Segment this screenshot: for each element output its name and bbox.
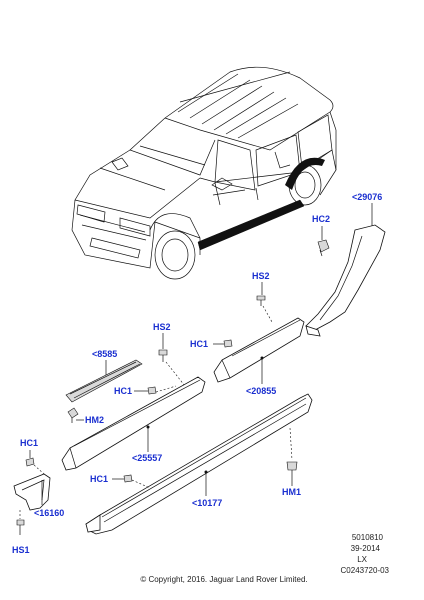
callout-20855[interactable]: <20855 <box>246 386 276 396</box>
clip-hm1[interactable] <box>286 461 298 476</box>
callout-hc1-bottom[interactable]: HC1 <box>90 474 108 484</box>
clip-hc1-bottom[interactable] <box>123 474 133 483</box>
part-8585-tread-plate[interactable] <box>65 359 143 403</box>
callout-hs2-upper[interactable]: HS2 <box>252 271 270 281</box>
callout-hs2-mid[interactable]: HS2 <box>153 322 171 332</box>
stud-hs2-upper[interactable] <box>256 295 266 306</box>
callout-16160[interactable]: <16160 <box>34 508 64 518</box>
clip-hc2[interactable] <box>317 239 330 257</box>
part-29076-wheel-arch-moulding[interactable] <box>305 224 386 337</box>
diagram-ref-model: LX <box>357 555 367 564</box>
clip-hc1-mid[interactable] <box>223 339 233 348</box>
callout-hc1-left[interactable]: HC1 <box>114 386 132 396</box>
callout-hc1-far[interactable]: HC1 <box>20 438 38 448</box>
vehicle-illustration <box>71 66 337 280</box>
clip-hc1-left[interactable] <box>147 386 157 395</box>
copyright-notice: © Copyright, 2016. Jaguar Land Rover Lim… <box>140 575 307 584</box>
callout-25557[interactable]: <25557 <box>132 453 162 463</box>
callout-hm1[interactable]: HM1 <box>282 487 301 497</box>
part-10177-sill-moulding[interactable] <box>85 393 313 535</box>
callout-hs1[interactable]: HS1 <box>12 545 30 555</box>
part-16160-bracket[interactable] <box>13 473 51 511</box>
clip-hm2[interactable] <box>67 407 79 423</box>
diagram-ref-code: C0243720-03 <box>341 566 390 575</box>
callout-hc2[interactable]: HC2 <box>312 214 330 224</box>
part-20855-door-moulding[interactable] <box>213 317 305 383</box>
part-25557-sill-finisher[interactable] <box>61 376 206 471</box>
diagram-ref-number: 5010810 <box>352 533 384 542</box>
callout-29076[interactable]: <29076 <box>352 192 382 202</box>
callout-10177[interactable]: <10177 <box>192 498 222 508</box>
diagram-ref-date: 39-2014 <box>351 544 381 553</box>
stud-hs2-mid[interactable] <box>158 349 168 362</box>
callout-hc1-mid[interactable]: HC1 <box>190 339 208 349</box>
callout-8585[interactable]: <8585 <box>92 349 117 359</box>
screw-hs1[interactable] <box>16 519 25 535</box>
clip-hc1-far[interactable] <box>25 457 35 467</box>
callout-hm2[interactable]: HM2 <box>85 415 104 425</box>
